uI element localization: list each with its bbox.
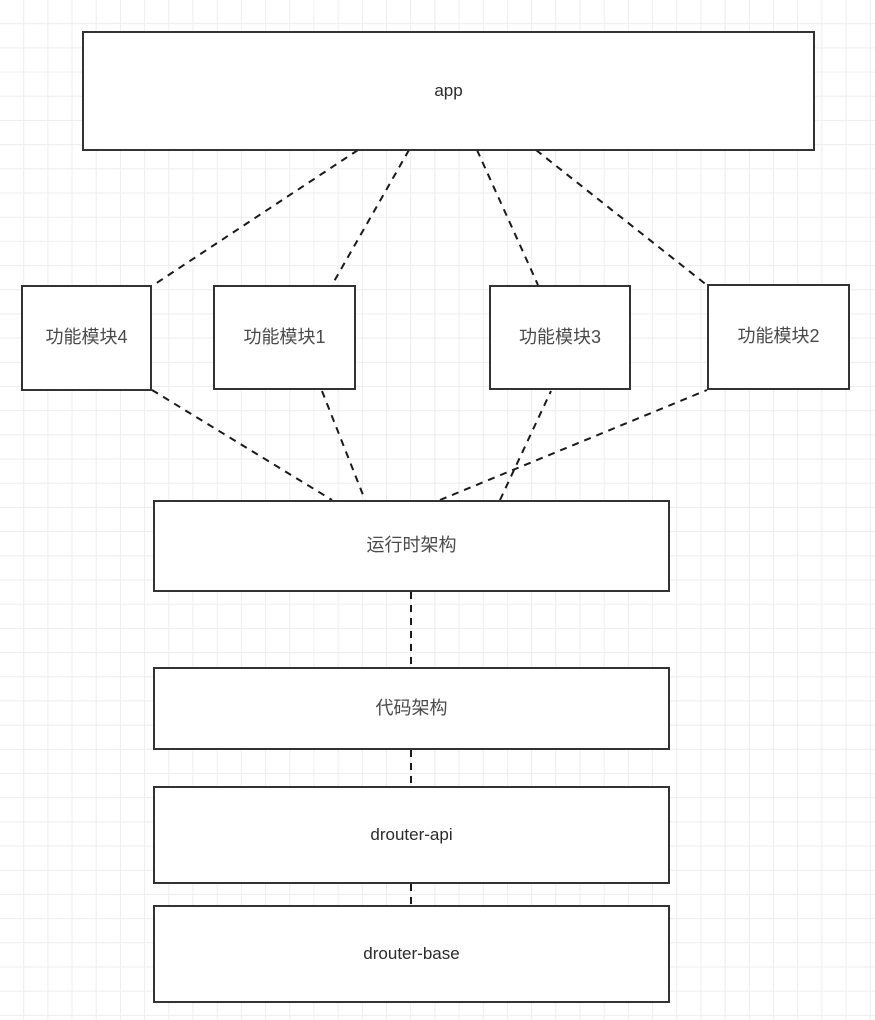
node-module-3-label: 功能模块3	[518, 326, 601, 347]
edge-module3-to-runtime	[499, 390, 552, 501]
node-drouter-base[interactable]: drouter-base	[153, 905, 670, 1003]
edge-app-to-module1	[331, 149, 410, 286]
node-module-2[interactable]: 功能模块2	[707, 284, 850, 390]
edge-module4-to-runtime	[151, 389, 333, 501]
node-drouter-api-label: drouter-api	[370, 824, 453, 844]
node-module-1-label: 功能模块1	[243, 326, 326, 347]
node-runtime-architecture-label: 运行时架构	[366, 535, 457, 556]
node-module-3[interactable]: 功能模块3	[489, 285, 631, 390]
node-code-architecture[interactable]: 代码架构	[153, 667, 670, 750]
node-module-4[interactable]: 功能模块4	[21, 285, 152, 391]
node-module-2-label: 功能模块2	[737, 326, 820, 347]
node-runtime-architecture[interactable]: 运行时架构	[153, 500, 670, 592]
node-module-4-label: 功能模块4	[45, 327, 128, 348]
node-drouter-api[interactable]: drouter-api	[153, 786, 670, 884]
node-drouter-base-label: drouter-base	[363, 943, 460, 963]
edge-module2-to-runtime	[439, 389, 708, 501]
node-app-label: app	[434, 80, 463, 100]
edge-app-to-module3	[476, 149, 539, 286]
edge-module1-to-runtime	[321, 390, 366, 501]
node-module-1[interactable]: 功能模块1	[213, 285, 356, 390]
edge-app-to-module4	[151, 149, 359, 287]
edge-app-to-module2	[535, 149, 709, 287]
node-code-architecture-label: 代码架构	[375, 697, 448, 718]
node-app[interactable]: app	[82, 31, 815, 151]
